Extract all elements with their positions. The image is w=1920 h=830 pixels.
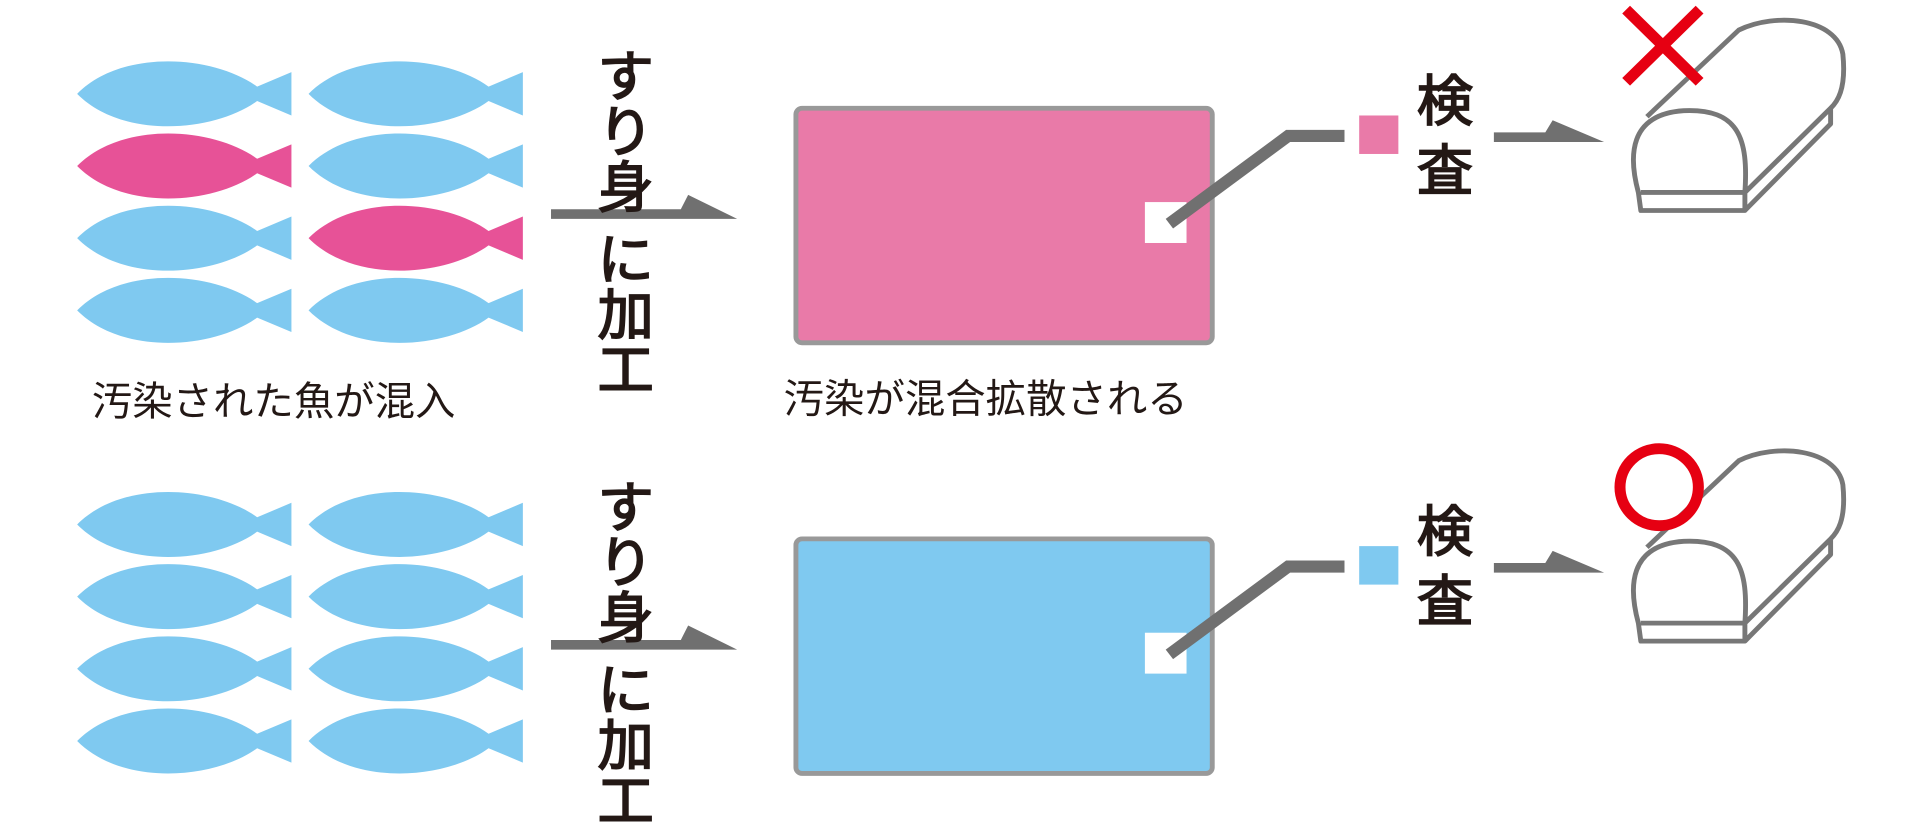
process-label-char: 工 (598, 339, 654, 403)
fish-clean (77, 636, 292, 702)
fish-clean (308, 636, 523, 702)
cross-icon (1622, 5, 1704, 86)
process-label-char: す (598, 476, 654, 540)
sample-leader-line (1165, 129, 1345, 229)
fish-clean (308, 61, 523, 127)
row-contaminated: 汚染された魚が混入 すり身に加工汚染が混合拡散される 検査 (77, 5, 1847, 425)
surimi-mass (793, 105, 1215, 346)
kamaboko-product-icon (1631, 17, 1847, 213)
process-label-char: 身 (598, 156, 654, 220)
fish-clean (308, 491, 523, 557)
fish-clean (77, 708, 292, 774)
process-label-char: に (598, 659, 654, 723)
process-arrow (551, 194, 738, 219)
fish-contaminated (308, 205, 523, 271)
fish-clean (77, 277, 292, 343)
inspect-label-char: 査 (1417, 140, 1473, 204)
process-label-char: に (598, 229, 654, 293)
inspect-label-char: 検 (1417, 500, 1475, 564)
fish-clean (77, 205, 292, 271)
process-label-char: り (598, 101, 654, 165)
process-label-char: 加 (598, 284, 654, 348)
process-label-char: 身 (598, 587, 654, 651)
fish-clean (308, 708, 523, 774)
inspect-label-char: 査 (1417, 570, 1473, 634)
fish-clean (308, 564, 523, 630)
process-label-char: 工 (598, 770, 654, 830)
mass-caption: 汚染が混合拡散される (784, 377, 1188, 423)
circle-icon (1614, 443, 1704, 532)
inspect-label-char: 検 (1417, 70, 1475, 134)
kamaboko-product-icon (1631, 448, 1847, 644)
fish-caption: 汚染された魚が混入 (92, 379, 456, 425)
sample-leader-line (1165, 560, 1345, 660)
process-label-char: り (598, 532, 654, 596)
fish-clean (77, 61, 292, 127)
process-arrow (551, 625, 738, 650)
process-label-char: す (598, 46, 654, 110)
fish-clean (77, 491, 292, 557)
process-label-char: 加 (598, 714, 654, 778)
sample-square (1359, 115, 1399, 154)
inspect-arrow (1493, 550, 1605, 573)
surimi-mass (793, 536, 1215, 776)
sample-square (1359, 546, 1399, 585)
fish-contaminated (77, 133, 292, 199)
fish-clean (308, 277, 523, 343)
fish-clean (77, 564, 292, 630)
fish-clean (308, 133, 523, 199)
inspect-arrow (1493, 120, 1605, 142)
